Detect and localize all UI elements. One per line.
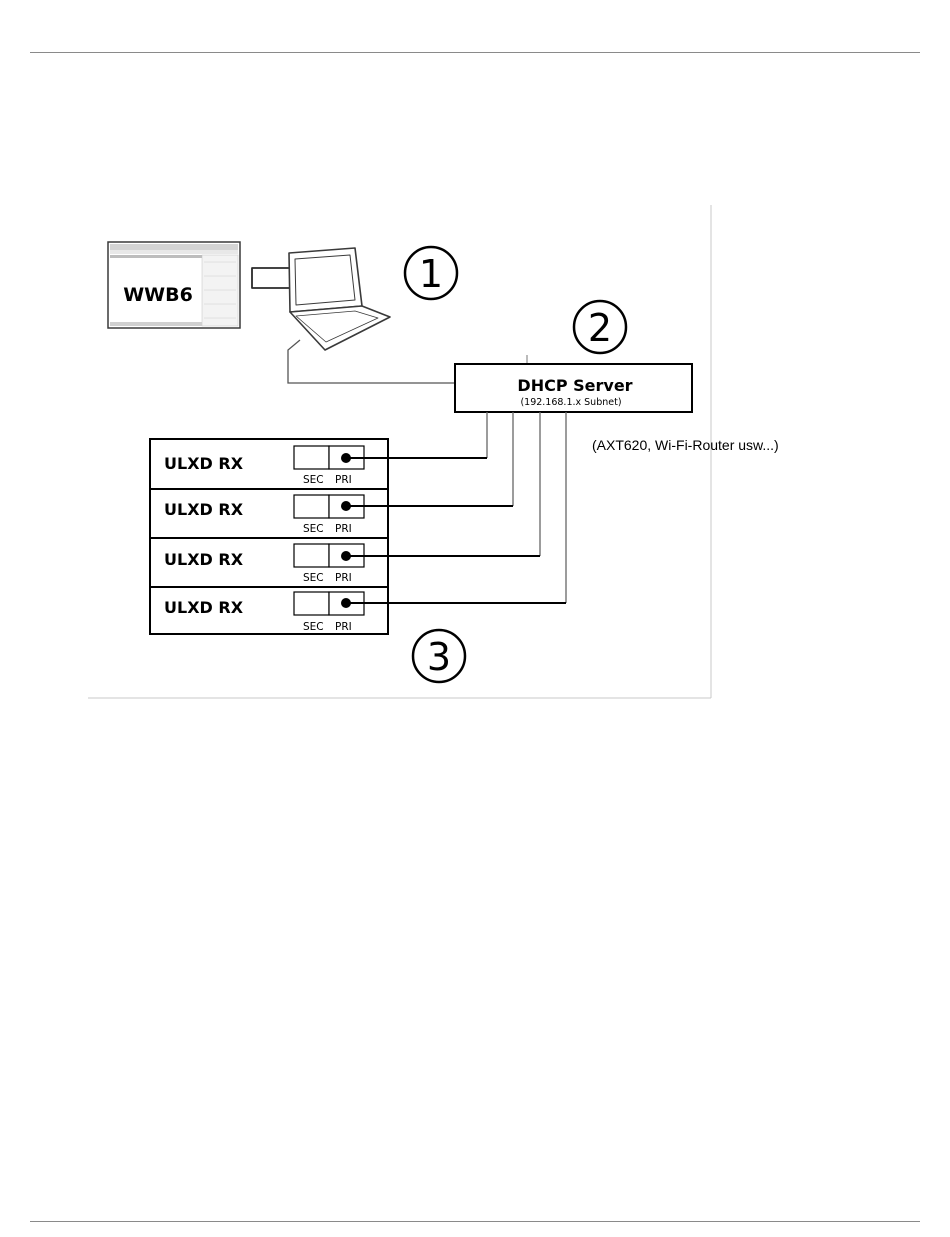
receiver-label: ULXD RX	[164, 454, 244, 473]
step-marker-1: 1	[405, 247, 457, 299]
step-marker-3: 3	[413, 630, 465, 682]
dhcp-server: DHCP Server (192.168.1.x Subnet)	[455, 364, 692, 412]
receiver-label: ULXD RX	[164, 500, 244, 519]
port-sec-label: SEC	[303, 572, 324, 584]
connector-dot	[341, 453, 351, 463]
port-sec-label: SEC	[303, 621, 324, 633]
laptop-icon	[289, 248, 390, 350]
connector-dot	[341, 598, 351, 608]
port-pri-label: PRI	[335, 474, 352, 486]
receiver-label: ULXD RX	[164, 550, 244, 569]
server-title: DHCP Server	[517, 376, 632, 395]
port-sec-label: SEC	[303, 474, 324, 486]
step-number-1: 1	[419, 252, 443, 296]
wwb6-screenshot: WWB6	[108, 242, 240, 328]
port-pri-label: PRI	[335, 523, 352, 535]
device-examples-note: (AXT620, Wi-Fi-Router usw...)	[592, 437, 779, 453]
step-number-3: 3	[427, 635, 451, 679]
laptop-network-cable	[288, 340, 455, 383]
port-sec-label: SEC	[303, 523, 324, 535]
connector-dot	[341, 551, 351, 561]
wwb6-label: WWB6	[123, 284, 193, 306]
receiver-rack: ULXD RX ULXD RX ULXD RX ULXD RX SEC PRI …	[150, 439, 388, 634]
server-subtitle: (192.168.1.x Subnet)	[520, 397, 621, 408]
step-marker-2: 2	[574, 301, 626, 353]
port-pri-label: PRI	[335, 621, 352, 633]
receiver-label: ULXD RX	[164, 598, 244, 617]
port-pri-label: PRI	[335, 572, 352, 584]
step-number-2: 2	[588, 306, 612, 350]
connector-dot	[341, 501, 351, 511]
